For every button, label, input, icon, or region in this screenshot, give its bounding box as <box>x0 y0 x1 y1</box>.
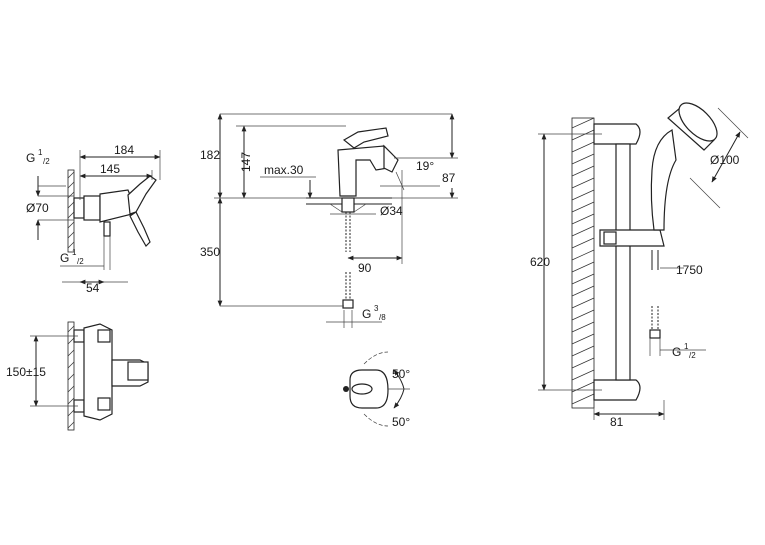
dim-offset: 81 <box>610 415 624 429</box>
dim-thread-bottom-den: /2 <box>77 257 84 266</box>
dim-overall-width: 184 <box>114 143 134 157</box>
dim-thread-bottom-G: G <box>60 251 69 265</box>
dim-thread-bottom-num: 1 <box>72 248 77 257</box>
shower-mixer-front-view <box>30 321 149 431</box>
dim-angle: 19° <box>416 159 434 173</box>
dim-thread-G: G <box>362 307 371 321</box>
dim-total-height: 182 <box>200 148 220 162</box>
dim-rail-thread-G: G <box>672 345 681 359</box>
dim-thread-num: 3 <box>374 304 379 313</box>
dim-diameter: Ø70 <box>26 201 49 215</box>
handle-rotation-view <box>343 351 410 427</box>
shower-rail-view <box>538 102 749 420</box>
dim-spout-height: 147 <box>239 152 253 172</box>
dim-reach: 87 <box>442 171 456 185</box>
basin-mixer-side-view <box>214 113 458 328</box>
dim-reach-below: 90 <box>358 261 372 275</box>
dim-depth: 54 <box>86 281 100 295</box>
dim-hose-length: 1750 <box>676 263 703 277</box>
shower-mixer-side-view <box>35 150 161 285</box>
dim-thread-top-den: /2 <box>43 157 50 166</box>
dim-max: max.30 <box>264 163 304 177</box>
dim-rail-length: 620 <box>530 255 550 269</box>
dim-head: Ø100 <box>710 153 740 167</box>
dim-centers: 150±15 <box>6 365 46 379</box>
dim-thread-top-G: G <box>26 151 35 165</box>
angle-top: 50° <box>392 367 410 381</box>
dim-thread-den: /8 <box>379 313 386 322</box>
dim-rail-thread-num: 1 <box>684 342 689 351</box>
dim-body-width: 145 <box>100 162 120 176</box>
angle-bottom: 50° <box>392 415 410 429</box>
dim-hole: Ø34 <box>380 204 403 218</box>
dim-hose: 350 <box>200 245 220 259</box>
dim-thread-top-num: 1 <box>38 148 43 157</box>
dim-rail-thread-den: /2 <box>689 351 696 360</box>
